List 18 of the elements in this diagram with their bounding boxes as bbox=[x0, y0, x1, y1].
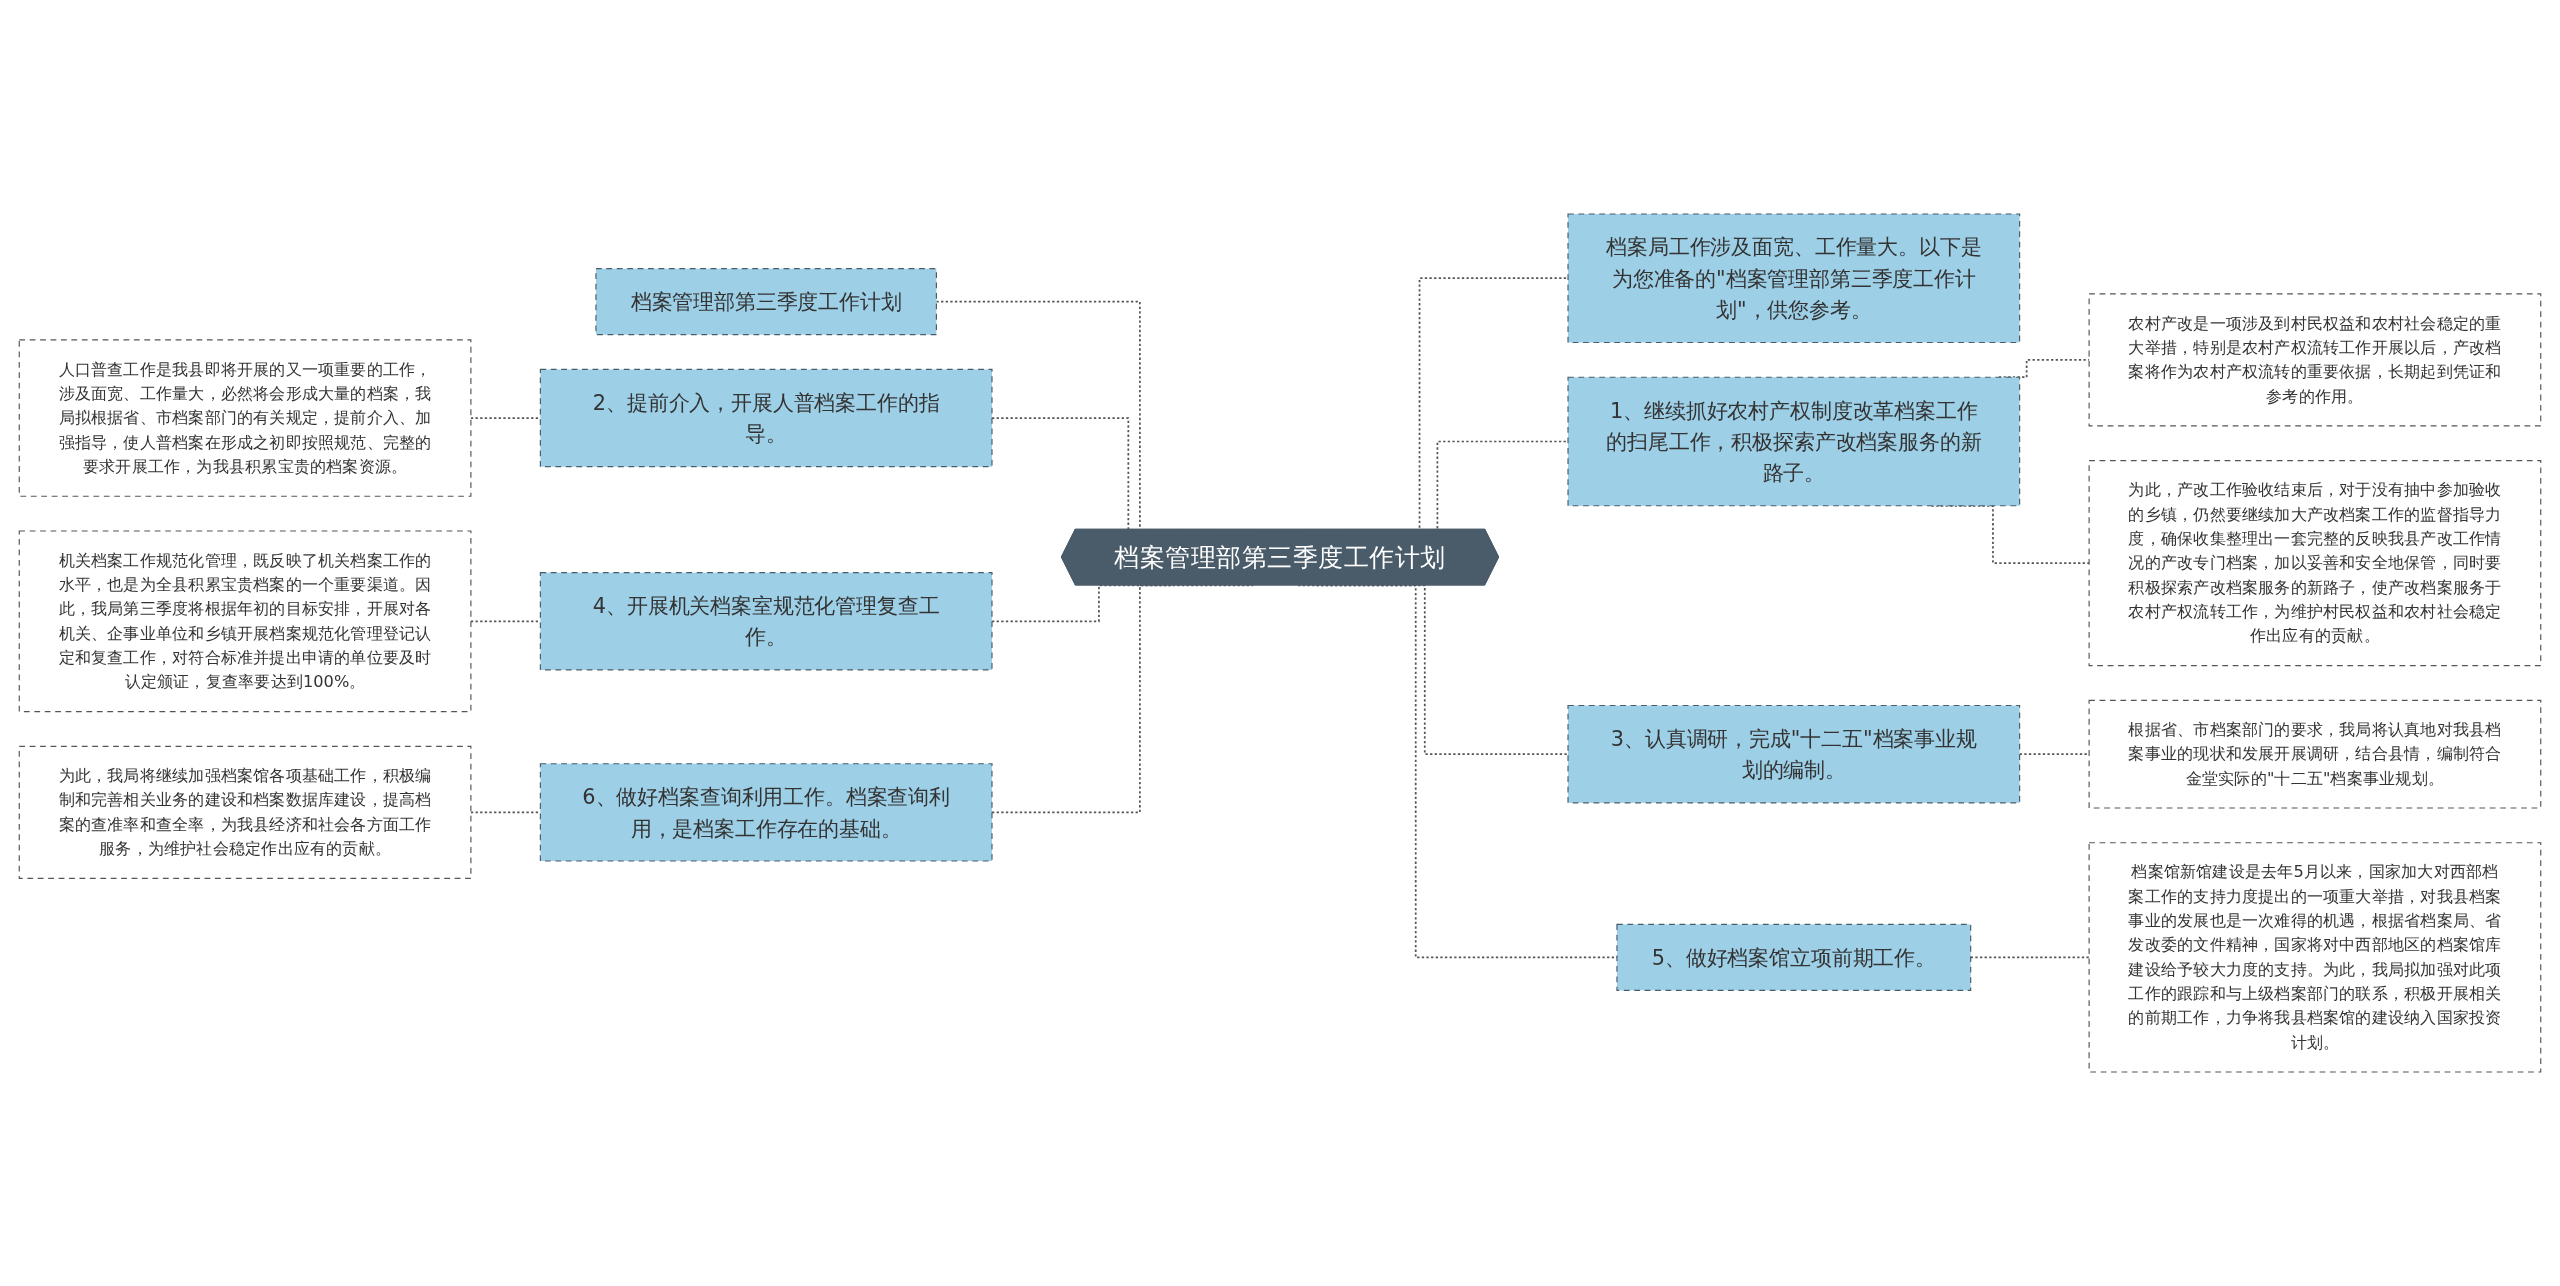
node-box: 4、开展机关档案室规范化管理复查工作。 bbox=[539, 572, 993, 671]
node-box: 机关档案工作规范化管理，既反映了机关档案工作的水平，也是为全县积累宝贵档案的一个重要渠道。因此，我局第三季度将根据年初的目标安排，开展对各机关、企事业单位和乡镇开展档案规范化管理登记认定和复查工作，对符合标准并提出申请的单位要及时认定颁证，复查率要达到100%。 bbox=[18, 530, 472, 713]
node-box: 档案管理部第三季度工作计划 bbox=[595, 268, 937, 336]
node-box: 为此，产改工作验收结束后，对于没有抽中参加验收的乡镇，仍然要继续加大产改档案工作的监督指导力度，确保收集整理出一套完整的反映我县产改工作情况的产改专门档案，加以妥善和安全地保管，同时要积极探索产改档案服务的新路子，使产改档案服务于农村产权流转工作，为维护村民权益和农村社会稳定作出应有的贡献。 bbox=[2088, 460, 2542, 667]
node-box: 6、做好档案查询利用工作。档案查询利用，是档案工作存在的基础。 bbox=[539, 763, 993, 862]
node-box: 1、继续抓好农村产权制度改革档案工作的扫尾工作，积极探索产改档案服务的新路子。 bbox=[1567, 376, 2021, 507]
node-box: 人口普查工作是我县即将开展的又一项重要的工作，涉及面宽、工作量大，必然将会形成大量的档案，我局拟根据省、市档案部门的有关规定，提前介入、加强指导，使人普档案在形成之初即按照规范、完整的要求开展工作，为我县积累宝贵的档案资源。 bbox=[18, 339, 472, 497]
connector bbox=[991, 584, 1172, 623]
node-box: 3、认真调研，完成"十二五"档案事业规划的编制。 bbox=[1567, 704, 2021, 804]
node-box: 档案馆新馆建设是去年5月以来，国家加大对西部档案工作的支持力度提出的一项重大举措，对我县档案事业的发展也是一次难得的机遇，根据省档案局、省发改委的文件精神，国家将对中西部地区的档案馆库建设给予较大力度的支持。为此，我局拟加强对此项工作的跟踪和与上级档案部门的联系，积极开展相关的前期工作，力争将我县档案馆的建设纳入国家投资计划。 bbox=[2088, 842, 2542, 1073]
connector bbox=[1315, 584, 1569, 756]
node-box: 农村产改是一项涉及到村民权益和农村社会稳定的重大举措，特别是农村产权流转工作开展以后，产改档案将作为农村产权流转的重要依据，长期起到凭证和参考的作用。 bbox=[2088, 293, 2542, 427]
connector bbox=[991, 584, 1254, 814]
node-box: 为此，我局将继续加强档案馆各项基础工作，积极编制和完善相关业务的建设和档案数据库建设，提高档案的查准率和查全率，为我县经济和社会各方面工作服务，为维护社会稳定作出应有的贡献。 bbox=[18, 745, 472, 879]
node-box: 2、提前介入，开展人普档案工作的指导。 bbox=[539, 368, 993, 468]
node-box: 5、做好档案馆立项前期工作。 bbox=[1616, 923, 1972, 991]
node-box: 档案局工作涉及面宽、工作量大。以下是为您准备的"档案管理部第三季度工作计划"，供您参考。 bbox=[1567, 213, 2021, 344]
node-box: 根据省、市档案部门的要求，我局将认真地对我县档案事业的现状和发展开展调研，结合县情，编制符合金堂实际的"十二五"档案事业规划。 bbox=[2088, 699, 2542, 809]
